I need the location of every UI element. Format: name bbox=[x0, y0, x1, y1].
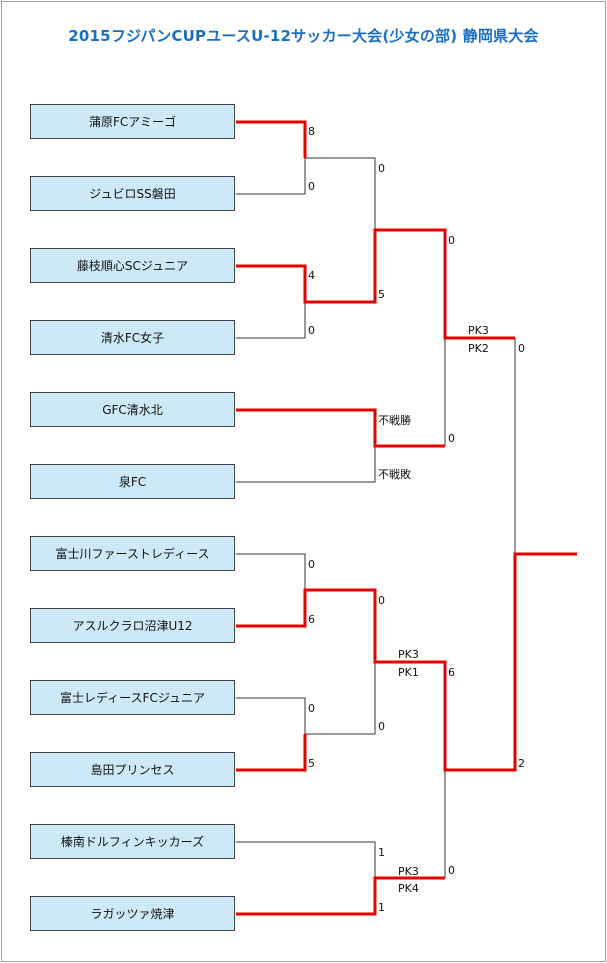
team-box: 清水FC女子 bbox=[30, 320, 235, 355]
team-box: 藤枝順心SCジュニア bbox=[30, 248, 235, 283]
team-box: 富士レディースFCジュニア bbox=[30, 680, 235, 715]
bracket-line bbox=[236, 697, 306, 734]
score-label: 4 bbox=[308, 269, 315, 282]
team-box: 泉FC bbox=[30, 464, 235, 499]
score-label: 不戦勝 bbox=[378, 413, 411, 427]
bracket-line bbox=[236, 120, 307, 158]
score-label: 0 bbox=[378, 594, 385, 607]
score-label: 0 bbox=[448, 432, 455, 445]
bracket-line bbox=[236, 408, 445, 448]
score-labels: 8 0 4 0 不戦勝 不戦敗 0 6 0 5 1 1 PK3 PK4 0 5 … bbox=[308, 125, 525, 914]
score-label: 0 bbox=[308, 558, 315, 571]
score-label: 0 bbox=[448, 864, 455, 877]
team-box: 島田プリンセス bbox=[30, 752, 235, 787]
pk-label: PK3 bbox=[398, 648, 419, 661]
pk-label: PK4 bbox=[398, 882, 419, 895]
bracket-line bbox=[236, 734, 307, 772]
score-label: 0 bbox=[308, 324, 315, 337]
score-label: 8 bbox=[308, 125, 315, 138]
winner-lines bbox=[236, 120, 577, 916]
score-label: 0 bbox=[518, 342, 525, 355]
bracket-line bbox=[236, 446, 376, 483]
score-label: 不戦敗 bbox=[378, 467, 411, 481]
team-box: ジュビロSS磐田 bbox=[30, 176, 235, 211]
team-box: 蒲原FCアミーゴ bbox=[30, 104, 235, 139]
score-label: 0 bbox=[308, 180, 315, 193]
score-label: 0 bbox=[448, 234, 455, 247]
bracket-line bbox=[236, 158, 306, 195]
loser-lines bbox=[236, 157, 516, 878]
score-label: 0 bbox=[378, 162, 385, 175]
pk-label: PK2 bbox=[468, 342, 489, 355]
bracket-line bbox=[236, 841, 376, 878]
score-label: 6 bbox=[308, 613, 315, 626]
score-label: 0 bbox=[308, 702, 315, 715]
team-box: 榛南ドルフィンキッカーズ bbox=[30, 824, 235, 859]
bracket-line bbox=[305, 157, 376, 230]
score-label: 0 bbox=[378, 720, 385, 733]
page-title: 2015フジパンCUPユースU-12サッカー大会(少女の部) 静岡県大会 bbox=[68, 27, 539, 45]
bracket-line bbox=[236, 553, 306, 590]
bracket-line bbox=[305, 662, 376, 735]
score-label: 6 bbox=[448, 666, 455, 679]
team-box: 富士川ファーストレディース bbox=[30, 536, 235, 571]
pk-label: PK3 bbox=[398, 865, 419, 878]
team-box: GFC清水北 bbox=[30, 392, 235, 427]
bracket-line bbox=[236, 228, 515, 340]
bracket-line bbox=[236, 302, 306, 339]
bracket-line bbox=[236, 876, 445, 916]
team-box: ラガッツァ焼津 bbox=[30, 896, 235, 931]
score-label: 1 bbox=[378, 901, 385, 914]
pk-label: PK1 bbox=[398, 666, 419, 679]
pk-label: PK3 bbox=[468, 324, 489, 337]
score-label: 2 bbox=[518, 757, 525, 770]
score-label: 5 bbox=[378, 288, 385, 301]
bracket-line bbox=[236, 552, 577, 772]
team-box: アスルクラロ沼津U12 bbox=[30, 608, 235, 643]
score-label: 1 bbox=[378, 846, 385, 859]
score-label: 5 bbox=[308, 757, 315, 770]
